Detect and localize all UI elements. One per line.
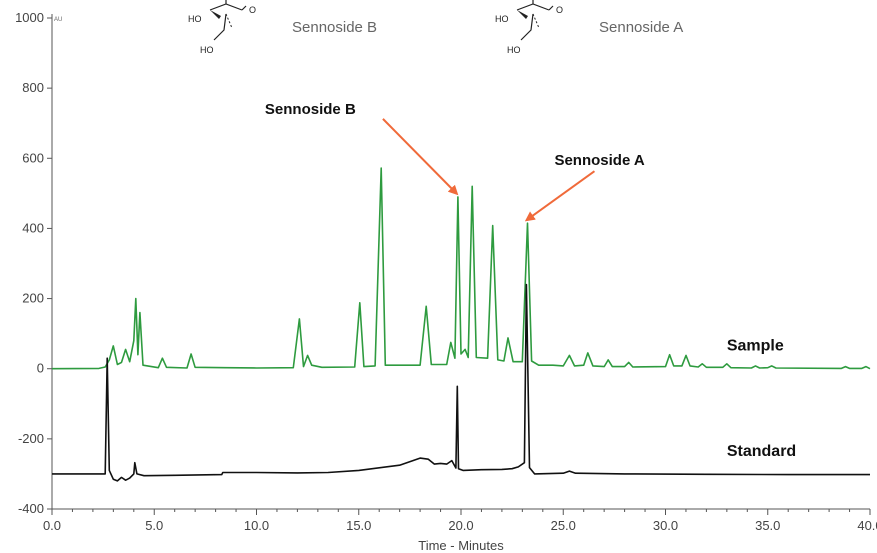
structure-name-sennoside-a: Sennoside A — [599, 19, 683, 36]
annotation-arrow-sennoside-a — [524, 170, 596, 222]
structure-bonds — [209, 0, 247, 41]
x-tick-label: 5.0 — [145, 518, 163, 533]
series-line-standard — [52, 283, 870, 482]
x-tick-label: 35.0 — [755, 518, 780, 533]
structure-atom-label: HO — [188, 14, 202, 24]
x-axis-title: Time - Minutes — [418, 538, 504, 553]
structure-name-sennoside-b: Sennoside B — [292, 19, 377, 36]
series-line-sample — [51, 167, 871, 370]
structure-dashed-bond — [225, 13, 233, 29]
x-tick-label: 15.0 — [346, 518, 371, 533]
structure-atom-label: O — [556, 5, 563, 15]
x-tick-label: 10.0 — [244, 518, 269, 533]
structure-atom-label: HO — [200, 45, 214, 55]
axes-layer: 1000 800 600 400 200 0 -200 -400 AU 0.0 5.0 10.0 15.… — [15, 10, 877, 553]
x-tick-label: 20.0 — [448, 518, 473, 533]
annotation-layer: Sennoside B Sennoside A — [265, 101, 645, 222]
y-tick-label: -400 — [18, 501, 44, 516]
structure-sennoside-a: HO O HO Sennoside A — [495, 0, 683, 55]
annotation-arrow-sennoside-b — [382, 118, 459, 196]
y-tick-label: -200 — [18, 431, 44, 446]
y-tick-label: 800 — [22, 80, 44, 95]
x-tick-label: 40.0 — [857, 518, 877, 533]
x-tick-label: 30.0 — [653, 518, 678, 533]
y-tick-label: 200 — [22, 291, 44, 306]
annotation-label-sennoside-b: Sennoside B — [265, 101, 356, 118]
y-tick-label: 600 — [22, 150, 44, 165]
structure-atom-label: O — [249, 5, 256, 15]
structure-atom-label: HO — [507, 45, 521, 55]
structure-sennoside-b: HO O HO Sennoside B — [188, 0, 377, 55]
x-tick-label: 0.0 — [43, 518, 61, 533]
structures-layer: HO O HO Sennoside B HO O HO Sennoside A — [188, 0, 683, 55]
structure-wedge-bond — [517, 10, 528, 19]
y-tick-label: 0 — [37, 361, 44, 376]
x-tick-label: 25.0 — [551, 518, 576, 533]
structure-dashed-bond — [532, 13, 540, 29]
annotation-label-sennoside-a: Sennoside A — [554, 152, 644, 169]
series-label-standard: Standard — [727, 443, 796, 460]
structure-atom-label: HO — [495, 14, 509, 24]
structure-wedge-bond — [210, 10, 221, 19]
y-tick-label: 1000 — [15, 10, 44, 25]
y-unit-label: AU — [54, 17, 62, 23]
series-label-sample: Sample — [727, 338, 784, 355]
y-tick-label: 400 — [22, 220, 44, 235]
structure-bonds — [516, 0, 554, 41]
series-layer — [51, 167, 871, 482]
